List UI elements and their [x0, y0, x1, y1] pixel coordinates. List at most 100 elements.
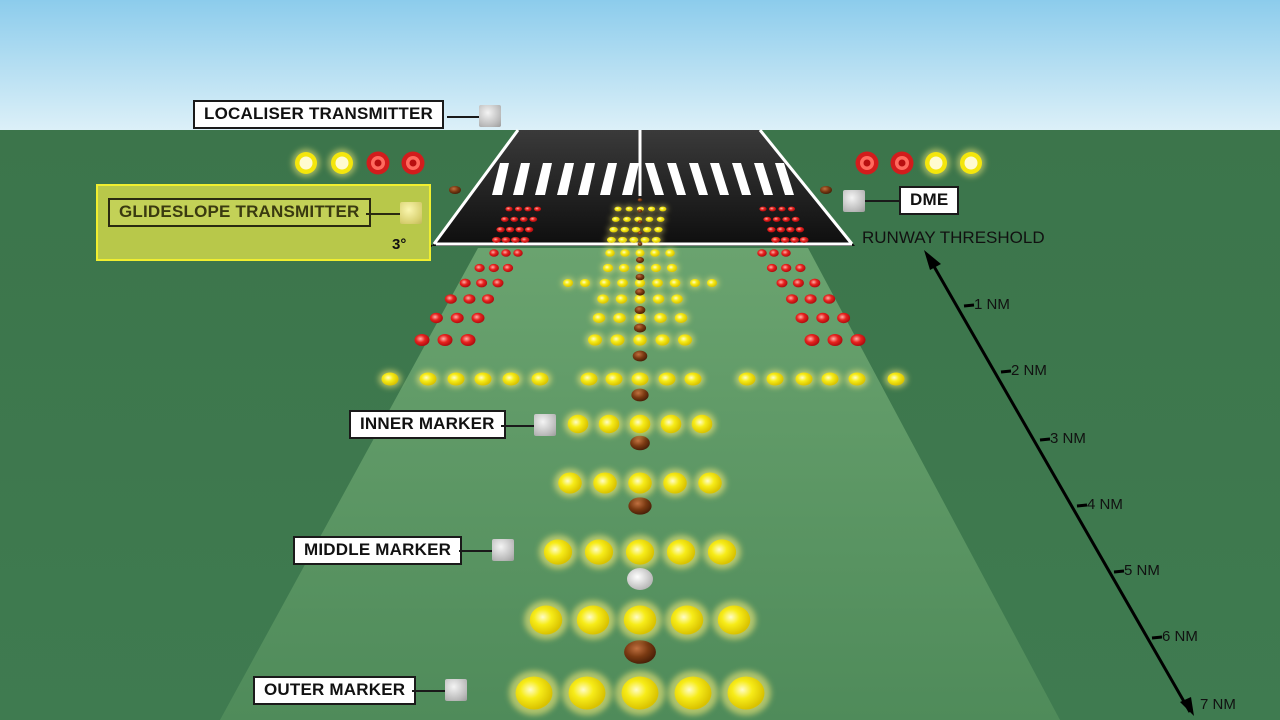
approach-barrette-light-lens [670, 605, 704, 635]
side-row-barrette-light [414, 334, 430, 346]
threshold-bar-light [771, 236, 781, 243]
centre-barrette-light [669, 292, 685, 306]
distance-label: 7 NM [1200, 696, 1236, 713]
centre-barrette-light [650, 277, 665, 289]
distance-label: 6 NM [1162, 628, 1198, 645]
approach-barrette-light [665, 600, 709, 640]
threshold-bar-light [780, 236, 790, 243]
side-row-barrette-light [766, 263, 778, 273]
centre-barrette-light-lens [665, 249, 675, 257]
centre-barrette-light-lens [634, 313, 646, 323]
approach-barrette-light [554, 468, 586, 498]
side-row-barrette-light-lens [513, 249, 523, 257]
papi-inner [374, 159, 382, 167]
centre-barrette-light-lens [602, 263, 614, 273]
side-row-barrette-light-lens [757, 249, 767, 257]
threshold-bar-light [491, 236, 501, 243]
approach-barrette-light-lens [529, 605, 563, 635]
threshold-bar-light-lens [505, 226, 515, 233]
side-row-barrette-light [850, 334, 866, 346]
centre-barrette-light-lens [650, 249, 660, 257]
runway-threshold-lights [491, 198, 809, 246]
localiser-leader [447, 116, 479, 118]
centreline-light-lens [635, 273, 645, 281]
threshold-bar-light-lens [782, 216, 791, 222]
centreline-light [624, 640, 656, 664]
centre-barrette-light-lens [634, 278, 646, 288]
side-row-barrette-light-lens [414, 334, 430, 346]
side-row-barrette-light [827, 334, 843, 346]
approach-barrette-light [694, 468, 726, 498]
threshold-bar-light [759, 206, 767, 212]
inner-crossbar-light-lens [690, 279, 700, 287]
threshold-stripe [513, 163, 530, 195]
centreline-light [637, 231, 643, 235]
threshold-bar-light-lens [491, 236, 501, 243]
centre-barrette-light [672, 311, 690, 325]
threshold-bar-light-lens [510, 216, 519, 222]
centre-barrette-light-lens [633, 334, 647, 346]
side-row-barrette-light [795, 312, 809, 324]
distance-label: 1 NM [974, 296, 1010, 313]
threshold-bar-light [799, 236, 809, 243]
distance-label: 2 NM [1011, 362, 1047, 379]
threshold-bar-light [505, 206, 513, 212]
approach-barrette-light [595, 411, 623, 437]
centre-barrette-light-lens [650, 263, 662, 273]
glideslope-highlight-panel: GLIDESLOPE TRANSMITTER 3° [96, 184, 431, 261]
side-row-barrette-light-lens [804, 334, 820, 346]
centre-barrette-light-lens [655, 334, 670, 346]
distance-arrow-bottom [1180, 697, 1194, 716]
dme-transmitter-icon [843, 190, 865, 212]
side-row-barrette-light [492, 278, 504, 288]
threshold-stripe [492, 163, 509, 195]
crossbar-light-lens [381, 372, 399, 386]
threshold-bar-light [524, 206, 532, 212]
centreline-light-lens [631, 388, 649, 402]
centre-barrette-light-lens [615, 294, 628, 304]
approach-barrette-light-lens [698, 472, 722, 494]
threshold-bar-light-lens [496, 226, 505, 233]
centre-barrette-light-lens [610, 334, 625, 346]
centreline-light-lens [637, 209, 643, 213]
threshold-bar-light-lens [648, 206, 656, 212]
crossbar-light-lens [795, 372, 813, 386]
side-row-barrette-light [837, 312, 851, 324]
middle-marker-label: MIDDLE MARKER [293, 536, 463, 565]
crossbar-light-lens [887, 372, 905, 386]
threshold-stripe [754, 163, 773, 195]
side-row-barrette-light [463, 294, 476, 304]
crossbar-light-lens [474, 372, 492, 386]
crossbar-light-lens [848, 372, 866, 386]
approach-barrette-light [579, 534, 619, 570]
side-row-barrette-light-lens [781, 249, 791, 257]
threshold-stripe [732, 163, 751, 195]
threshold-bar-light [616, 235, 629, 244]
centre-barrette-light [650, 292, 667, 306]
centre-barrette-light-lens [654, 313, 667, 323]
threshold-bar-light-lens [790, 236, 800, 243]
approach-barrette-light [659, 468, 691, 498]
side-row-barrette-light [769, 249, 779, 257]
centreline-light-lens [630, 435, 650, 451]
threshold-bar-light-lens [520, 236, 530, 243]
side-row-barrette-light [809, 278, 821, 288]
approach-barrette-light-lens [515, 676, 553, 710]
threshold-stripe [578, 163, 595, 195]
threshold-bar-light [619, 225, 631, 234]
threshold-bar-light [520, 236, 530, 243]
threshold-bar-light [496, 226, 505, 233]
approach-barrette-light [657, 411, 685, 437]
threshold-bar-light [772, 216, 781, 222]
threshold-bar-light [655, 215, 666, 223]
centre-barrette-light [595, 292, 611, 306]
centreline-light-lens [628, 497, 652, 515]
outer-marker-icon [445, 679, 467, 701]
side-row-barrette-light-lens [809, 278, 821, 288]
side-row-barrette-light [488, 263, 499, 273]
threshold-stripe [622, 163, 639, 195]
glideslope-transmitter-label: GLIDESLOPE TRANSMITTER [108, 198, 371, 227]
side-row-barrette-light-lens [482, 294, 494, 304]
threshold-bar-light-lens [786, 226, 795, 233]
papi-light-red [366, 151, 390, 175]
